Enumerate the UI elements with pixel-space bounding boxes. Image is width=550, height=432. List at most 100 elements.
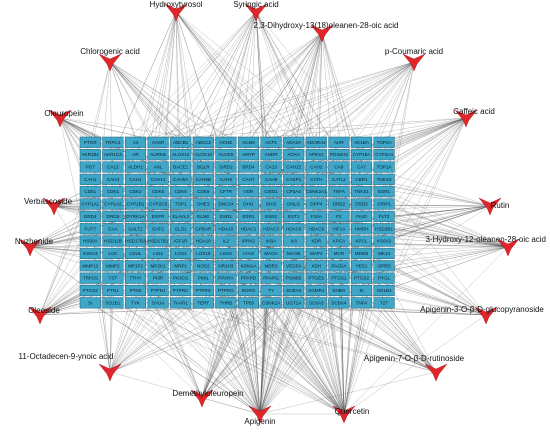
network-edge xyxy=(135,32,323,155)
target-label: GATC xyxy=(152,226,165,231)
compound-node: p-Coumaric acid xyxy=(385,47,443,72)
target-box xyxy=(147,247,169,259)
compound-label: 11-Octadecen-9-ynoic acid xyxy=(18,352,113,361)
network-edge xyxy=(343,246,509,415)
target-node: PTN2 xyxy=(124,284,147,297)
compound-marker-icon xyxy=(244,3,268,22)
target-node: PPARD xyxy=(237,272,260,284)
target-label: CBR1 xyxy=(355,177,368,182)
target-node: F2 xyxy=(328,210,350,222)
target-label: SI xyxy=(88,300,92,305)
target-node: PTN1 xyxy=(102,284,124,297)
target-box xyxy=(215,210,237,222)
target-box xyxy=(147,297,169,309)
compound-marker-icon xyxy=(18,238,42,257)
target-box xyxy=(192,149,214,161)
target-label: HSD17B3 xyxy=(125,239,146,244)
target-box xyxy=(79,210,101,222)
target-node: GALT2 xyxy=(124,223,147,235)
target-label: PPARD xyxy=(241,276,257,281)
target-node: TTHY xyxy=(124,272,147,284)
target-label: HDAC8 xyxy=(309,226,325,231)
target-label: CFTR xyxy=(220,189,233,194)
target-node: HDAC8 xyxy=(305,223,327,235)
target-label: SCBA4 xyxy=(331,300,347,305)
target-box xyxy=(215,223,237,235)
target-box xyxy=(147,260,169,272)
network-edge xyxy=(343,302,385,415)
target-box xyxy=(215,136,237,148)
target-box xyxy=(283,223,305,235)
target-node: AHR xyxy=(328,136,350,148)
network-edge xyxy=(259,302,272,415)
target-label: PYGL xyxy=(378,276,391,281)
target-label: MAP2 xyxy=(310,251,323,256)
target-label: LOUL xyxy=(129,251,141,256)
target-box xyxy=(283,149,305,161)
target-label: OPRD xyxy=(377,263,391,268)
target-node: CYP1B1 xyxy=(124,198,147,210)
target-box xyxy=(147,235,169,247)
target-box xyxy=(350,173,373,185)
target-label: MK14 xyxy=(378,251,390,256)
target-box xyxy=(260,161,282,173)
target-label: CYP1B1 xyxy=(127,202,145,207)
target-box xyxy=(237,223,260,235)
target-box xyxy=(147,198,169,210)
compound-node: Syringic acid xyxy=(233,0,279,22)
target-label: TY xyxy=(268,288,274,293)
target-label: AXL xyxy=(154,165,163,170)
target-node: CYP19A xyxy=(350,149,373,161)
network-edge xyxy=(203,32,323,143)
target-node: CAH1 xyxy=(124,173,147,185)
target-node: CYP1A1 xyxy=(79,198,101,210)
target-box xyxy=(237,235,260,247)
target-label: YES1 xyxy=(356,263,368,268)
compound-node: Apigenin-3-O-β-D-glucopyranoside xyxy=(420,305,544,325)
target-box xyxy=(170,284,192,297)
target-box xyxy=(328,136,350,148)
target-node: TY xyxy=(260,284,282,297)
target-box xyxy=(192,247,214,259)
target-box xyxy=(215,297,237,309)
target-box xyxy=(283,272,305,284)
target-node: THRB xyxy=(215,297,237,309)
target-label: CAH14 xyxy=(151,177,166,182)
network-edge xyxy=(158,290,345,415)
target-label: CAH6 xyxy=(220,177,233,182)
target-node: ESR2 xyxy=(260,210,282,222)
network-edge xyxy=(135,11,257,143)
target-label: TNFA xyxy=(356,300,369,305)
target-label: TAAR1 xyxy=(173,300,188,305)
target-label: CAH5B xyxy=(196,177,211,182)
target-node: OPRD xyxy=(373,260,395,272)
target-node: ESR1 xyxy=(215,210,237,222)
target-box xyxy=(260,186,282,198)
target-box xyxy=(102,235,124,247)
target-box xyxy=(215,260,237,272)
network-edge xyxy=(383,117,467,205)
network-edge xyxy=(383,117,467,291)
target-label: PTGS2 xyxy=(83,288,99,293)
network-edge xyxy=(316,117,467,229)
target-box xyxy=(215,149,237,161)
target-label: DHE3 xyxy=(197,202,210,207)
network-edge xyxy=(59,117,113,155)
target-node: AKR1C3 xyxy=(102,149,124,161)
target-node: HDAC6 xyxy=(283,223,305,235)
target-box xyxy=(305,297,327,309)
target-label: VDR xyxy=(244,189,254,194)
target-label: F10A xyxy=(311,214,323,219)
target-node: KDR xyxy=(305,235,327,247)
target-node: AKR1B1 xyxy=(79,149,101,161)
target-node: PA2GA xyxy=(328,260,350,272)
target-box xyxy=(305,247,327,259)
target-label: SCBA3 xyxy=(286,288,302,293)
target-box xyxy=(350,136,373,148)
target-node: HIF1A xyxy=(328,223,350,235)
target-label: CDK9 xyxy=(197,189,210,194)
target-node: LOUL xyxy=(124,247,147,259)
target-node: PK3CG xyxy=(170,272,192,284)
compound-node: Chlorogenic acid xyxy=(80,47,140,72)
